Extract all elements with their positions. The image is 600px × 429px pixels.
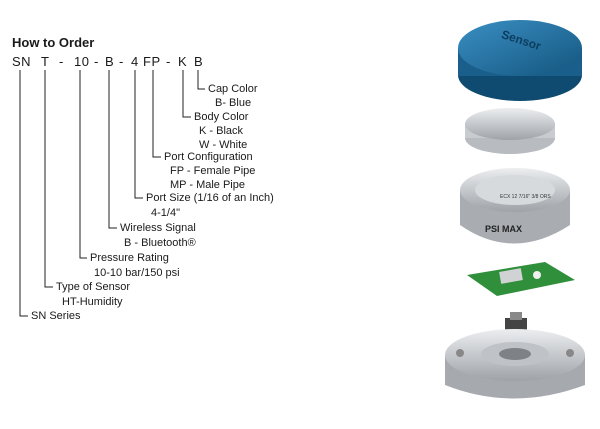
- line-sensor-type: [44, 70, 53, 288]
- sensor-body-ring: PSI MAX ECX 12 7/16" 3/8 ORS: [460, 168, 570, 244]
- label-port-config: Port Configuration: [164, 151, 253, 163]
- line-wireless: [108, 70, 117, 229]
- label-series: SN Series: [31, 310, 81, 322]
- label-port-fp: FP - Female Pipe: [170, 165, 256, 177]
- code-b: B: [105, 54, 115, 69]
- sensor-chip: [505, 312, 527, 332]
- code-dash-4: -: [166, 54, 171, 69]
- circuit-board: [467, 262, 575, 296]
- line-series: [19, 70, 28, 317]
- label-sensor-type: Type of Sensor: [56, 281, 130, 293]
- line-cap-color: [197, 70, 205, 90]
- code-t: T: [41, 54, 50, 69]
- label-cap-blue: B- Blue: [215, 97, 252, 109]
- label-pressure-val: 10-10 bar/150 psi: [94, 267, 180, 279]
- code-4: 4: [131, 54, 139, 69]
- label-port-size-range: 4-1/4": [151, 207, 180, 219]
- label-wireless: Wireless Signal: [120, 222, 196, 234]
- code-fp: FP: [143, 54, 161, 69]
- line-port-size: [134, 70, 143, 199]
- label-body-white: W - White: [199, 139, 248, 151]
- ring-small-text: ECX 12 7/16" 3/8 ORS: [500, 194, 551, 200]
- code-b2: B: [194, 54, 204, 69]
- code-dash-3: -: [119, 54, 124, 69]
- white-disc: [465, 108, 555, 154]
- label-body-color: Body Color: [194, 111, 249, 123]
- code-10: 10: [74, 54, 90, 69]
- blue-cap: Sensor: [458, 20, 582, 101]
- code-sn: SN: [12, 54, 32, 69]
- line-pressure: [79, 70, 87, 259]
- how-to-order-title: How to Order: [12, 35, 95, 50]
- label-port-mp: MP - Male Pipe: [170, 179, 245, 191]
- ring-psi-max-text: PSI MAX: [485, 224, 522, 234]
- label-wireless-b: B - Bluetooth®: [124, 237, 196, 249]
- code-dash-1: -: [59, 54, 64, 69]
- label-body-black: K - Black: [199, 125, 244, 137]
- sensor-base-housing: [445, 329, 585, 399]
- line-body-color: [182, 70, 191, 118]
- line-port-config: [152, 70, 161, 158]
- label-pressure: Pressure Rating: [90, 252, 169, 264]
- label-port-size: Port Size (1/16 of an Inch): [146, 192, 274, 204]
- label-cap-color: Cap Color: [208, 83, 258, 95]
- code-k: K: [178, 54, 188, 69]
- exploded-sensor-illustration: Sensor PSI MAX ECX 12 7/16" 3/8 ORS: [445, 20, 585, 399]
- code-dash-2: -: [94, 54, 99, 69]
- label-sensor-ht: HT-Humidity: [62, 296, 123, 308]
